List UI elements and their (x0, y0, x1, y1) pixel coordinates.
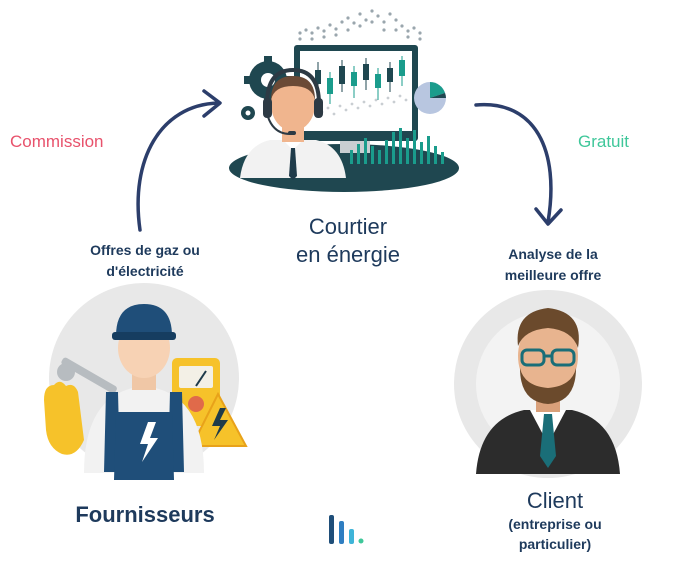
client-caption-line1: Analyse de la (508, 246, 598, 262)
broker-illustration (229, 9, 459, 192)
small-gear-icon (241, 106, 255, 120)
brand-logo (329, 515, 364, 544)
pie-chart-icon (414, 82, 446, 114)
suppliers-title: Fournisseurs (75, 502, 215, 527)
wrench-icon (57, 357, 117, 394)
client-person (476, 308, 620, 474)
client-title: Client (526, 488, 584, 513)
client-caption: Analyse de la meilleure offre (468, 244, 638, 286)
danger-sign-icon (190, 391, 248, 447)
bar-chart-icon (350, 128, 444, 164)
dots-bars (298, 9, 422, 41)
gratuit-label: Gratuit (578, 132, 630, 151)
client-subtitle-line2: particulier) (518, 536, 592, 552)
client-subtitle-line1: (entreprise ou (508, 516, 602, 532)
suppliers-caption-line2: d'électricité (106, 263, 184, 279)
glove-icon (44, 381, 84, 455)
client-illustration (454, 290, 642, 478)
worker-person (84, 304, 204, 480)
arrow-broker-to-client (474, 103, 563, 226)
client-caption-line2: meilleure offre (504, 267, 602, 283)
broker-title: Courtier en énergie (248, 213, 448, 269)
commission-label: Commission (10, 132, 104, 151)
arrow-suppliers-to-broker (136, 89, 222, 232)
broker-title-line1: Courtier (308, 214, 388, 239)
broker-person (240, 67, 346, 180)
candlestick-chart (314, 56, 408, 116)
suppliers-caption-line1: Offres de gaz ou (90, 242, 200, 258)
broker-title-line2: en énergie (296, 242, 400, 267)
suppliers-illustration (44, 283, 248, 480)
client-subtitle: (entreprise ou particulier) (470, 514, 640, 554)
suppliers-caption: Offres de gaz ou d'électricité (60, 240, 230, 282)
